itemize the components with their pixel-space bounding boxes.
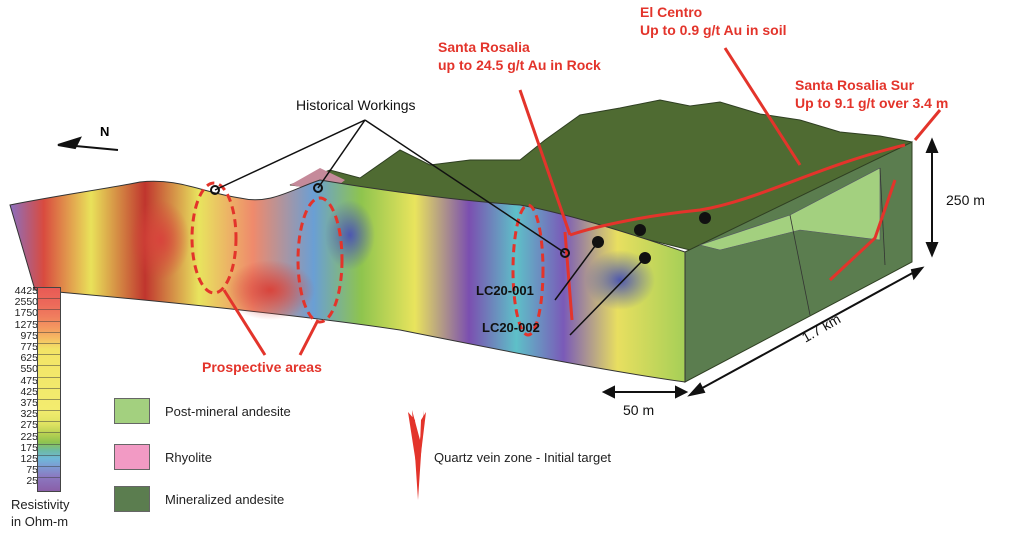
scale-tick: 25 [26,475,38,488]
el-centro-title: El Centro [640,4,703,20]
scale-tick: 325 [20,408,38,421]
scale-tick: 625 [20,352,38,365]
scale-tick: 275 [20,419,38,432]
drillhole-lc20-002-label: LC20-002 [482,320,540,335]
prospective-area-1 [190,181,238,295]
north-label: N [100,124,110,139]
prospective-areas-label: Prospective areas [202,359,322,375]
resistivity-scale-ticks: 4425 2550 1750 1275 975 775 625 550 475 … [6,285,38,488]
scale-tick: 475 [20,374,38,387]
quartz-vein-legend-label: Quartz vein zone - Initial target [434,450,612,465]
resistivity-color-bar [37,287,61,492]
prospective-area-3 [511,203,545,337]
width-dimension-label: 50 m [623,402,655,418]
santa-rosalia-detail: up to 24.5 g/t Au in Rock [438,57,601,73]
santa-rosalia-title: Santa Rosalia [438,39,530,55]
legend-label: Post-mineral andesite [165,404,291,419]
quartz-vein-icon [408,410,426,500]
legend-label: Mineralized andesite [165,492,285,507]
legend-swatch-post-mineral-andesite [114,398,150,424]
terrain-surface [289,99,913,251]
legend-swatch-rhyolite [114,444,150,470]
scale-tick: 75 [26,464,38,477]
scale-tick: 175 [20,441,38,454]
scale-tick: 225 [20,430,38,443]
scale-tick: 975 [20,329,38,342]
scale-tick: 1750 [14,307,38,320]
scale-title-line2: in Ohm-m [11,514,69,529]
historical-workings-label: Historical Workings [296,97,416,113]
scale-tick: 4425 [14,285,38,297]
legend-swatch-mineralized-andesite [114,486,150,512]
el-centro-detail: Up to 0.9 g/t Au in soil [640,22,787,38]
scale-tick: 2550 [14,296,38,309]
legend-label: Rhyolite [165,450,212,465]
scale-title-line1: Resistivity [11,497,70,512]
santa-rosalia-sur-annotation: Santa Rosalia Sur Up to 9.1 g/t over 3.4… [795,76,948,112]
santa-rosalia-annotation: Santa Rosalia up to 24.5 g/t Au in Rock [438,38,601,74]
north-arrow-icon [57,136,119,151]
drillhole-lc20-001-label: LC20-001 [476,283,534,298]
resistivity-scale-title: Resistivity in Ohm-m [11,496,70,530]
scale-tick: 375 [20,397,38,410]
scale-tick: 550 [20,363,38,376]
prospective-area-2 [296,196,344,324]
el-centro-annotation: El Centro Up to 0.9 g/t Au in soil [640,3,786,39]
height-dimension-label: 250 m [946,192,985,208]
santa-rosalia-sur-title: Santa Rosalia Sur [795,77,915,93]
scale-tick: 125 [20,453,38,466]
santa-rosalia-sur-detail: Up to 9.1 g/t over 3.4 m [795,95,949,111]
scale-tick: 425 [20,385,38,398]
scale-tick: 1275 [14,318,38,331]
scale-tick: 775 [20,341,38,354]
